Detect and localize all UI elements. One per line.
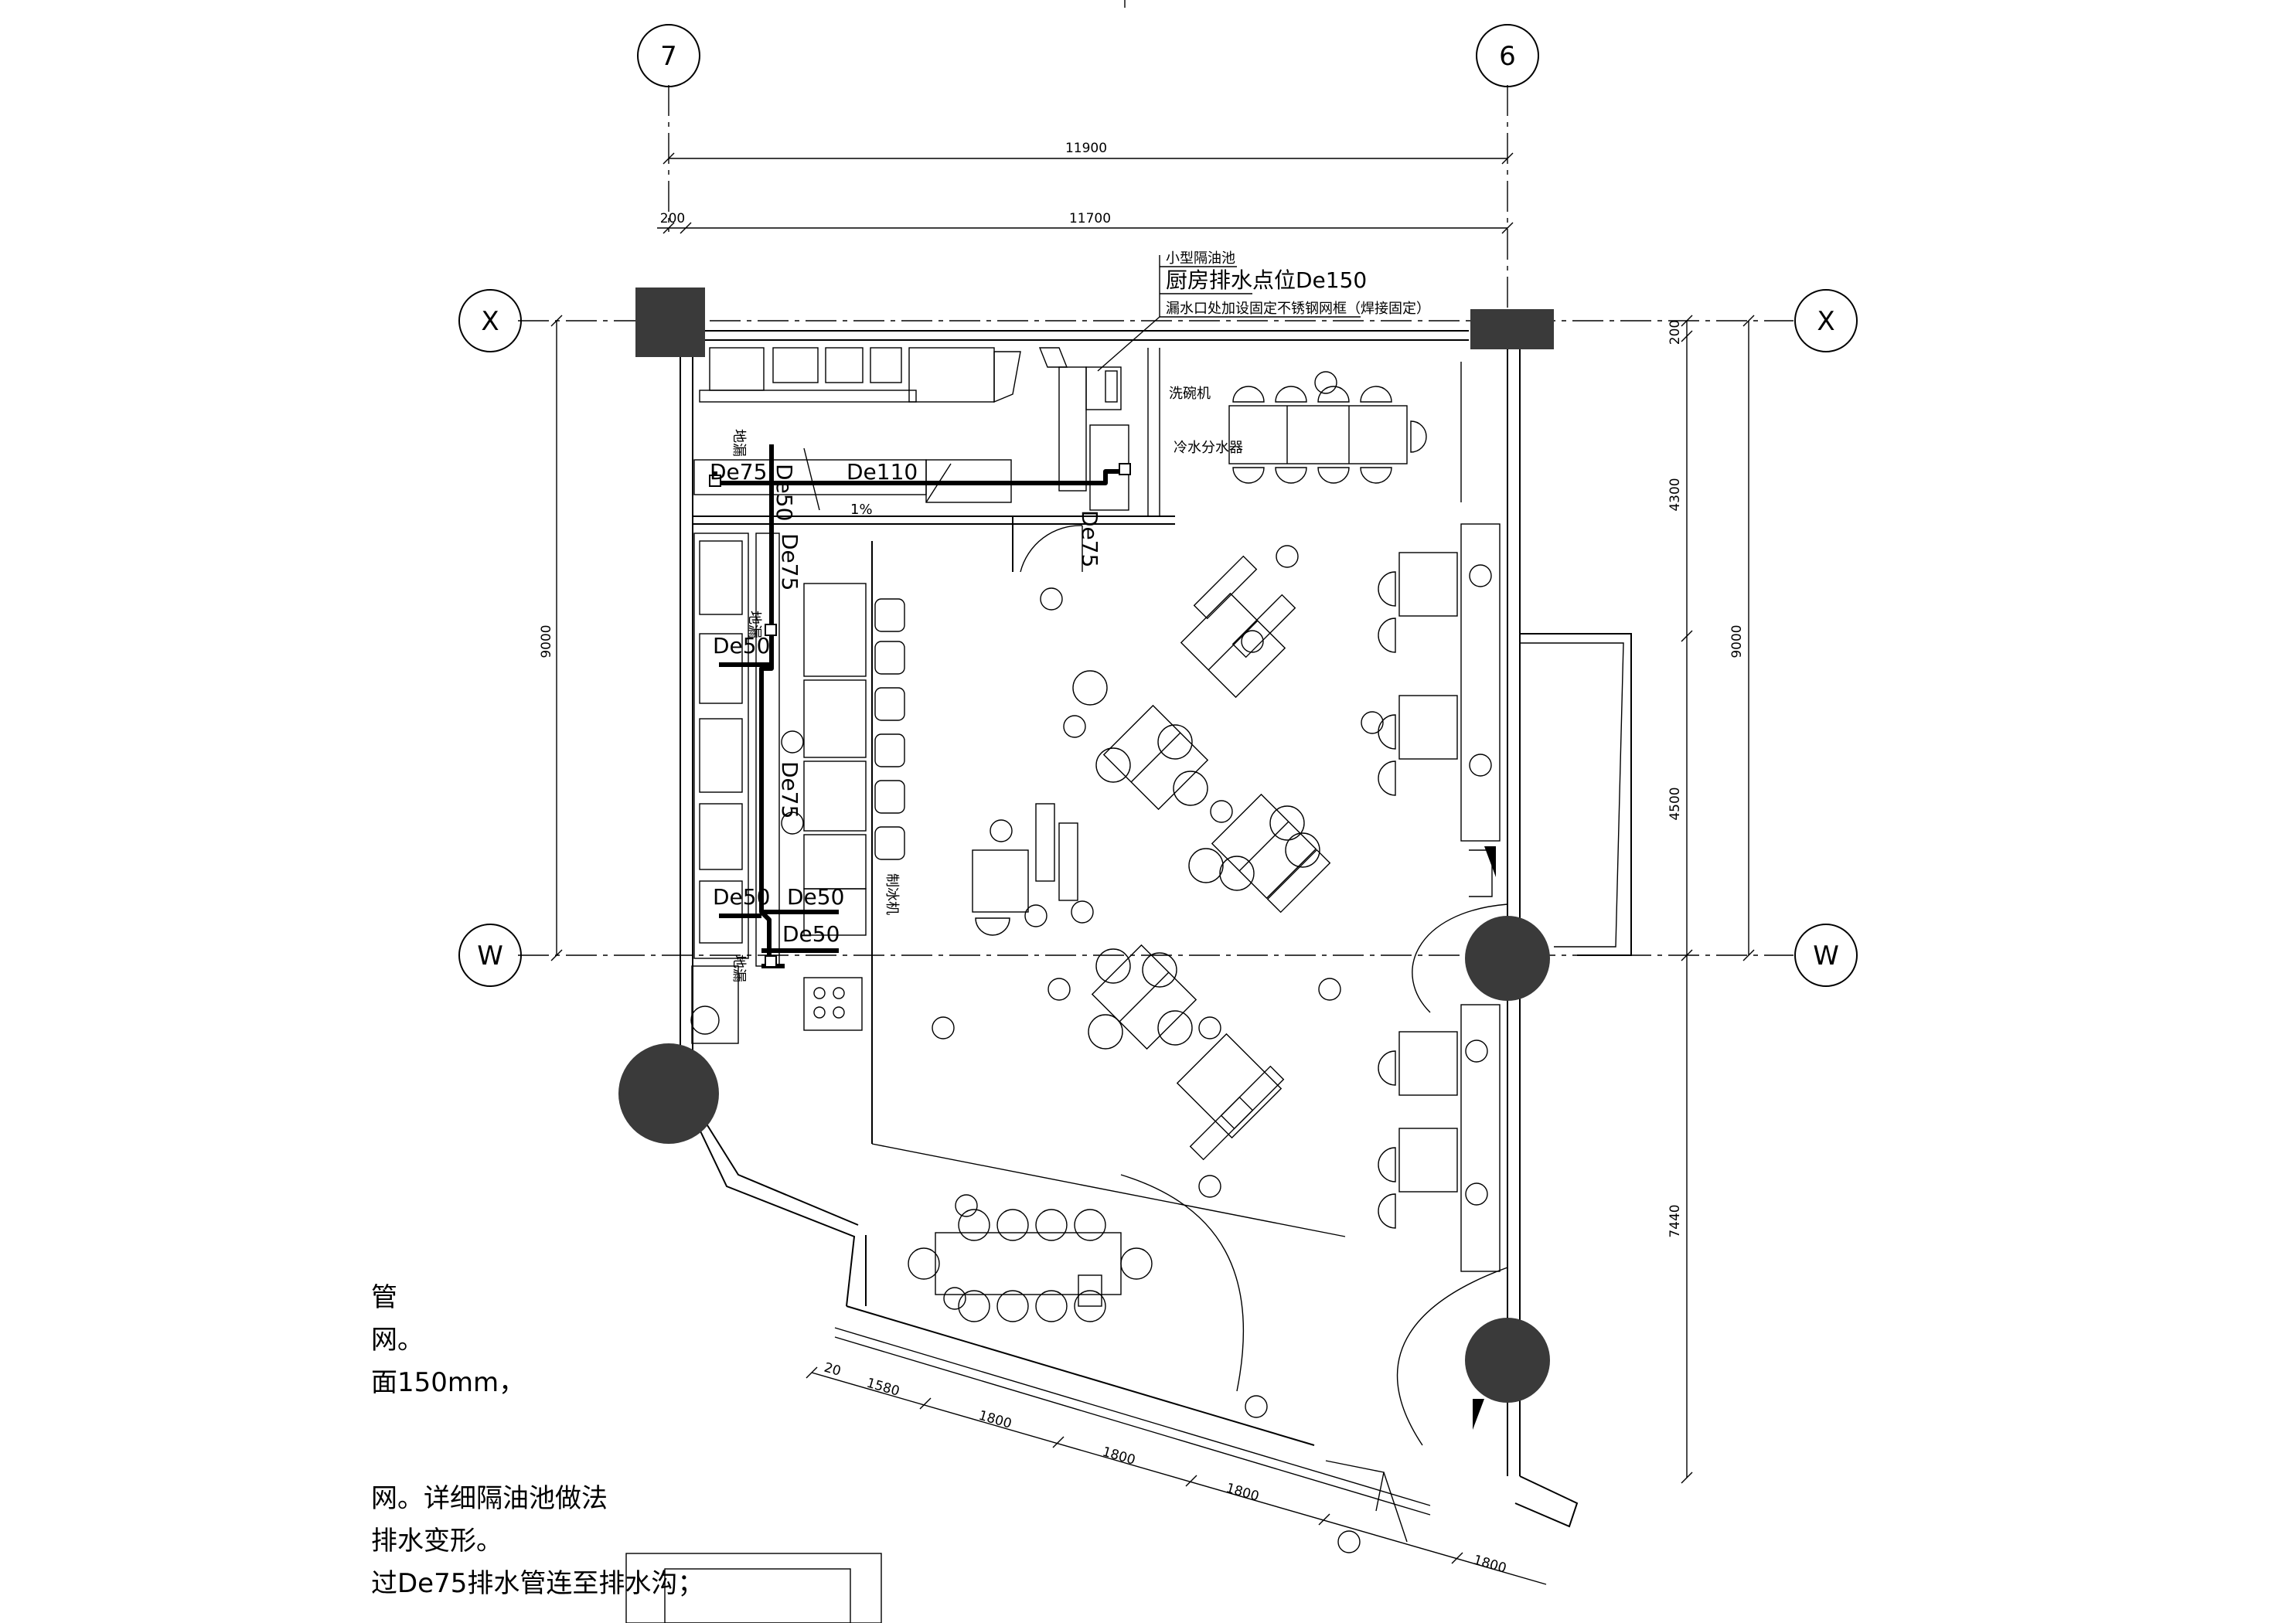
- column-top-right: [1470, 309, 1554, 349]
- column-round-right-1: [1465, 916, 1550, 1001]
- dim-top-inner: 11700: [1069, 211, 1111, 226]
- grid-bubble-w-left: [458, 924, 522, 987]
- callouts: 小型隔油池 厨房排水点位De150 漏水口处加设固定不锈钢网框（焊接固定） 洗碗…: [731, 250, 1430, 982]
- dim-right-lower: 7440: [1667, 1204, 1683, 1237]
- dim-bottom-c: 1800: [1101, 1444, 1137, 1468]
- callout-ice-machine: 制冰机: [884, 873, 900, 915]
- column-top-left: [635, 288, 705, 357]
- grid-bubble-6: [1476, 24, 1539, 87]
- column-round-left: [618, 1043, 719, 1144]
- note-line-6: 过De75排水管连至排水沟；: [371, 1568, 703, 1599]
- grid-bubble-7: [637, 24, 700, 87]
- pipe-label-4: De75: [777, 533, 802, 590]
- callout-floor-drain-3: 地漏: [731, 954, 747, 982]
- pipe-label-5: De50: [713, 633, 770, 658]
- pipe-label-1: De75: [710, 459, 767, 485]
- pipe-label-2: De50: [772, 464, 797, 521]
- pipe-label-8: De50: [787, 884, 844, 910]
- dim-right-upper: 4300: [1667, 478, 1683, 511]
- kitchen-equipment: [690, 347, 1160, 1044]
- pipe-label-7: De50: [713, 884, 770, 910]
- dim-left-height: 9000: [539, 624, 554, 658]
- slope-label: 1%: [850, 502, 873, 518]
- dim-bottom-e: 1800: [1472, 1553, 1508, 1577]
- callout-water-heater: 冷水分水器: [1174, 440, 1243, 456]
- walls: [680, 330, 1632, 1528]
- dim-bottom-d: 1800: [1225, 1481, 1261, 1505]
- column-round-right-2: [1465, 1318, 1550, 1403]
- note-line-4: 网。详细隔油池做法: [371, 1483, 608, 1514]
- dim-top-overall: 11900: [1065, 141, 1107, 156]
- note-line-5: 排水变形。: [371, 1526, 502, 1557]
- callout-floor-drain-1: 地漏: [731, 429, 747, 457]
- pipe-label-3: De110: [847, 459, 918, 485]
- callout-grease-trap: 小型隔油池: [1166, 250, 1235, 267]
- pipe-label-6: De75: [777, 761, 802, 818]
- grid-label-x-left: X: [481, 306, 499, 337]
- dimension-lines: 11900 200 11700 9000 200 4300 4500 7440 …: [539, 141, 1755, 1585]
- callout-kitchen-drain: 厨房排水点位De150: [1166, 267, 1367, 293]
- note-line-1: 管: [371, 1282, 397, 1313]
- pipe-label-9: De50: [782, 921, 840, 947]
- notes: 管 网。 面150mm， 网。详细隔油池做法 排水变形。 过De75排水管连至排…: [371, 1282, 703, 1599]
- structural-columns: [618, 288, 1554, 1403]
- dim-bottom-b: 1800: [977, 1408, 1013, 1432]
- dim-bottom-a: 1580: [865, 1376, 901, 1400]
- callout-floor-drain-2: 地漏: [746, 611, 762, 638]
- grid-label-w-left: W: [477, 941, 503, 971]
- dim-right-overall: 9000: [1729, 624, 1745, 658]
- grid-label-x-right: X: [1817, 306, 1834, 337]
- grid-bubble-x-left: [458, 289, 522, 352]
- pipe-label-10: De75: [1077, 510, 1102, 567]
- grid-label-w-right: W: [1813, 941, 1839, 971]
- grid-label-7: 7: [660, 41, 677, 72]
- dim-right-top-small: 200: [1667, 320, 1683, 345]
- people-figures: [781, 371, 1492, 1553]
- grid-label-6: 6: [1499, 41, 1516, 72]
- grid-axes: 7 6 X X W W: [458, 24, 1858, 1468]
- callout-grate-note: 漏水口处加设固定不锈钢网框（焊接固定）: [1166, 301, 1430, 317]
- callout-dishwasher: 洗碗机: [1169, 386, 1211, 402]
- dim-right-middle: 4500: [1667, 787, 1683, 820]
- lower-left-frame: [625, 1553, 882, 1623]
- drain-pipes: De75 De50 De110 De75 De50 De75 De50 De50…: [709, 444, 1131, 968]
- note-line-2: 网。: [371, 1325, 424, 1356]
- note-line-3: 面150mm，: [371, 1367, 525, 1398]
- doors: [1020, 525, 1496, 1543]
- grid-bubble-w-right: [1794, 924, 1858, 987]
- dining-furniture: [908, 386, 1508, 1446]
- dim-top-offset: 200: [660, 211, 685, 226]
- grid-bubble-x-right: [1794, 289, 1858, 352]
